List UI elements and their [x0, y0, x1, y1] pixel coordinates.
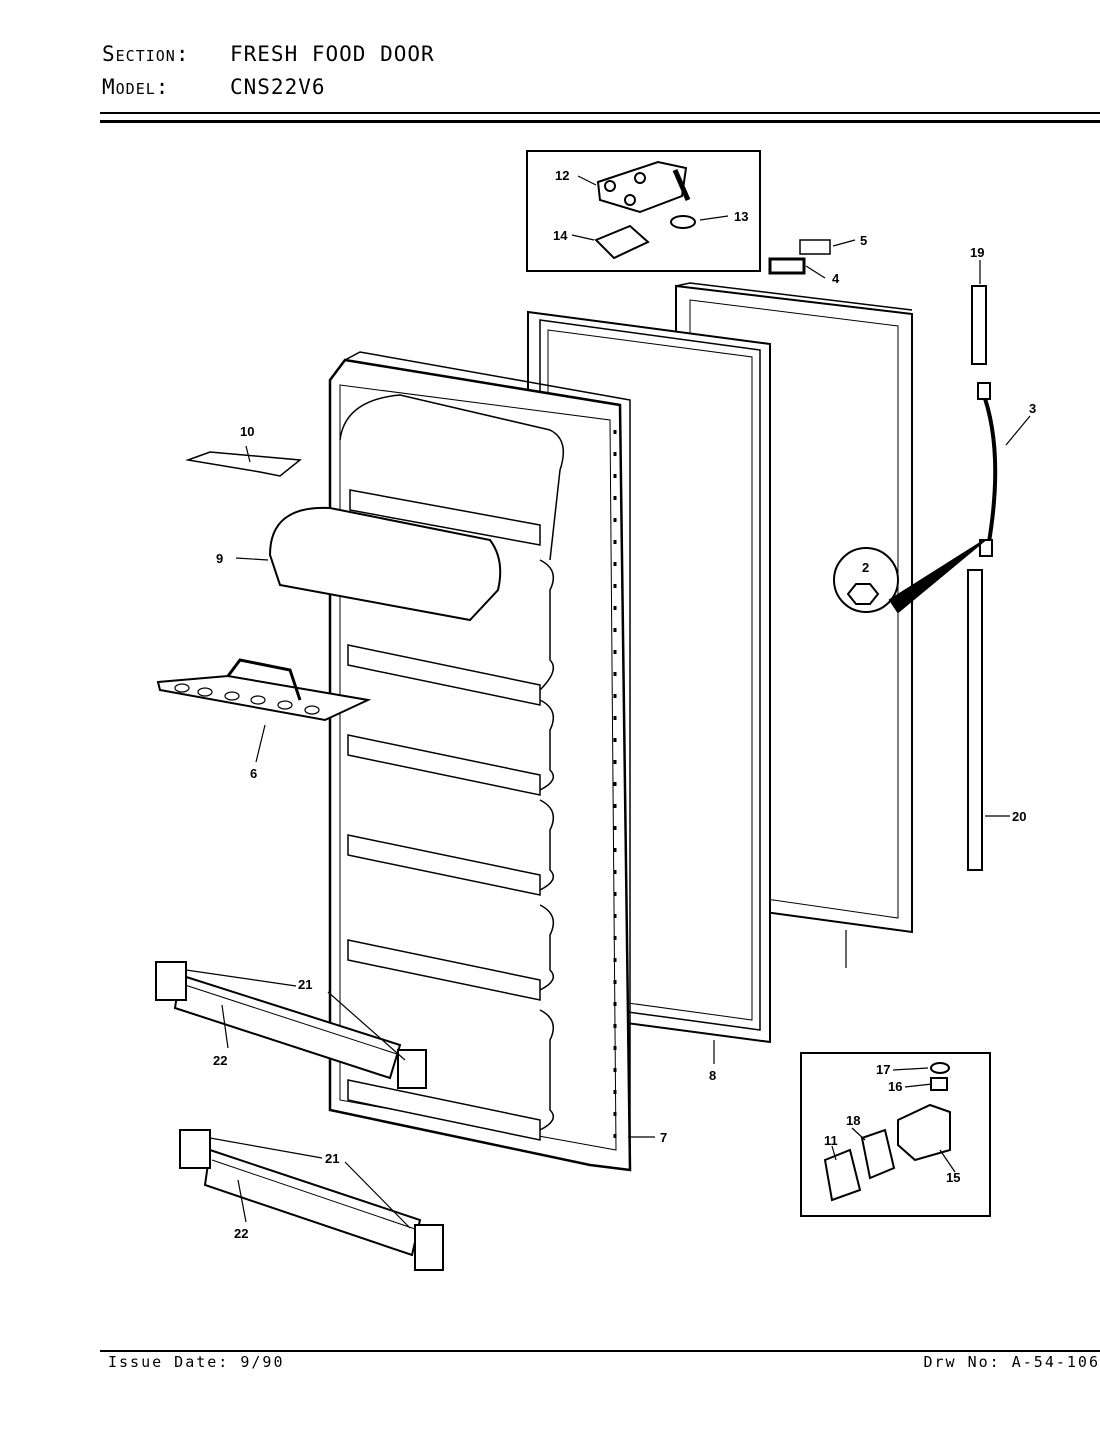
callout-21-lower: 21: [325, 1151, 339, 1166]
footer-rule: [100, 1350, 1100, 1352]
model-line: Model: CNS22V6: [102, 75, 326, 99]
hinge-plate: [823, 1148, 862, 1202]
top-hinge-part: [596, 160, 688, 214]
callout-21-upper: 21: [298, 977, 312, 992]
callout-19: 19: [970, 245, 984, 260]
callout-11: 11: [824, 1133, 838, 1148]
callout-14: 14: [553, 228, 568, 243]
model-number: CNS22V6: [230, 75, 326, 99]
dairy-compartment-door: [268, 506, 502, 622]
bottom-hinge-inset: [800, 1052, 991, 1217]
callout-5: 5: [860, 233, 867, 248]
callout-8: 8: [709, 1068, 716, 1083]
callout-12: 12: [555, 168, 569, 183]
header-rule: [100, 112, 1100, 114]
hinge-spacer: [860, 1128, 896, 1180]
hinge-shim: [594, 224, 650, 260]
callout-16: 16: [888, 1079, 902, 1094]
bottom-hinge-bracket: [897, 1103, 951, 1162]
callout-3: 3: [1029, 401, 1036, 416]
leader-lines: [185, 175, 1031, 1229]
shelf-bar-upper: [155, 961, 427, 1089]
hinge-bushing: [670, 215, 696, 229]
callout-13: 13: [734, 209, 748, 224]
callout-22-upper: 22: [213, 1053, 227, 1068]
callout-20: 20: [1012, 809, 1026, 824]
dairy-door-lid: [185, 451, 302, 477]
callout-7: 7: [660, 1130, 667, 1145]
shelf-bar-lower: [179, 1129, 444, 1271]
callout-9: 9: [216, 551, 223, 566]
nut-detail-callout: [833, 539, 986, 614]
section-line: Section: FRESH FOOD DOOR: [102, 42, 435, 66]
callout-18: 18: [846, 1113, 860, 1128]
callout-15: 15: [946, 1170, 960, 1185]
callout-2: 2: [862, 560, 869, 575]
callout-22-lower: 22: [234, 1226, 248, 1241]
issue-date: Issue Date: 9/90: [108, 1353, 285, 1371]
top-hinge-inset: [526, 150, 761, 272]
trim-cap: [799, 239, 831, 255]
egg-tray: [156, 658, 372, 722]
callout-17: 17: [876, 1062, 890, 1077]
handle-cover-top: [971, 285, 987, 365]
callout-6: 6: [250, 766, 257, 781]
section-title: FRESH FOOD DOOR: [230, 42, 435, 66]
drawing-number: Drw No: A-54-106: [923, 1353, 1100, 1371]
door-handle: [980, 389, 998, 549]
model-key: Model:: [102, 75, 170, 99]
hinge-cover-gasket: [768, 257, 806, 275]
callout-10: 10: [240, 424, 254, 439]
callout-4: 4: [832, 271, 840, 286]
header-rule-thick: [100, 120, 1100, 123]
handle-trim-strip: [967, 569, 983, 871]
section-key: Section:: [102, 42, 190, 66]
